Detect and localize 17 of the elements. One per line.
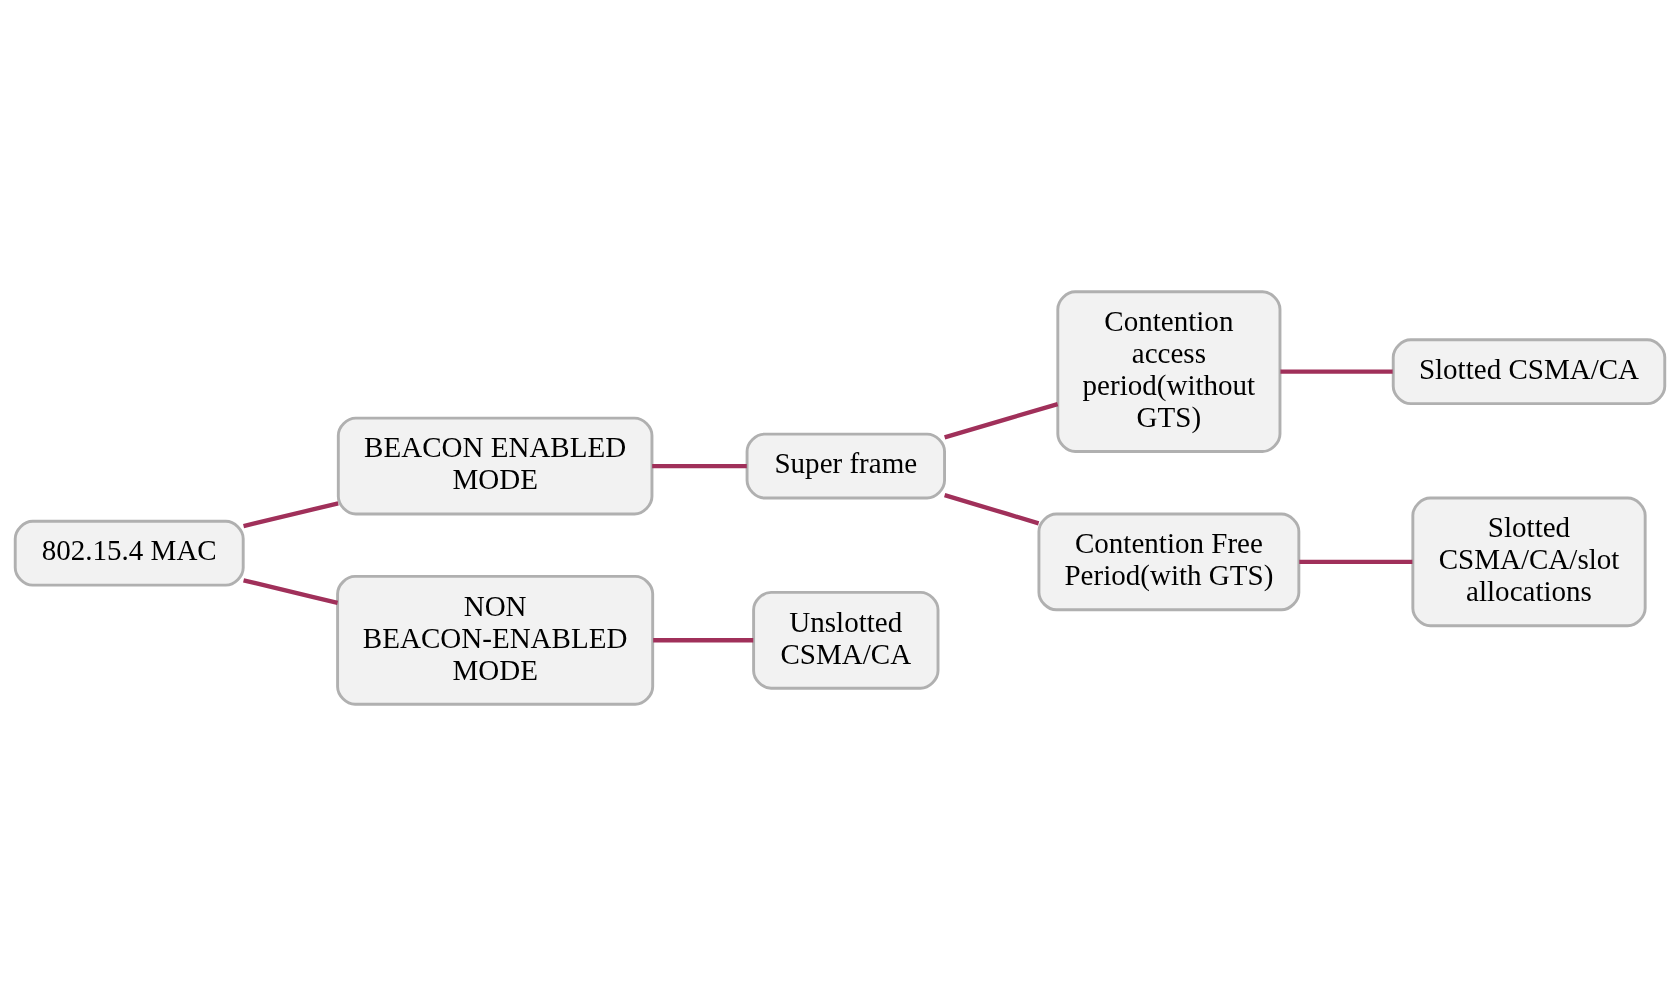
node-box: NON BEACON-ENABLED MODE bbox=[336, 574, 655, 706]
connector bbox=[1299, 559, 1413, 564]
connector bbox=[243, 577, 339, 605]
node-box: Contention Free Period(with GTS) bbox=[1037, 512, 1301, 611]
node-box: Contention access period(without GTS) bbox=[1056, 289, 1282, 453]
node-box: 802.15.4 MAC bbox=[13, 519, 245, 587]
connector bbox=[243, 500, 339, 528]
connector bbox=[652, 463, 747, 468]
connector bbox=[653, 637, 754, 642]
node-box: BEACON ENABLED MODE bbox=[336, 416, 654, 515]
node-box: Super frame bbox=[745, 432, 946, 499]
node-box: Slotted CSMA/CA bbox=[1391, 337, 1667, 405]
connector bbox=[1280, 369, 1393, 374]
node-box: Unslotted CSMA/CA bbox=[752, 590, 940, 690]
connector bbox=[944, 492, 1040, 525]
connector bbox=[944, 401, 1059, 439]
node-box: Slotted CSMA/CA/slot allocations bbox=[1411, 496, 1647, 627]
